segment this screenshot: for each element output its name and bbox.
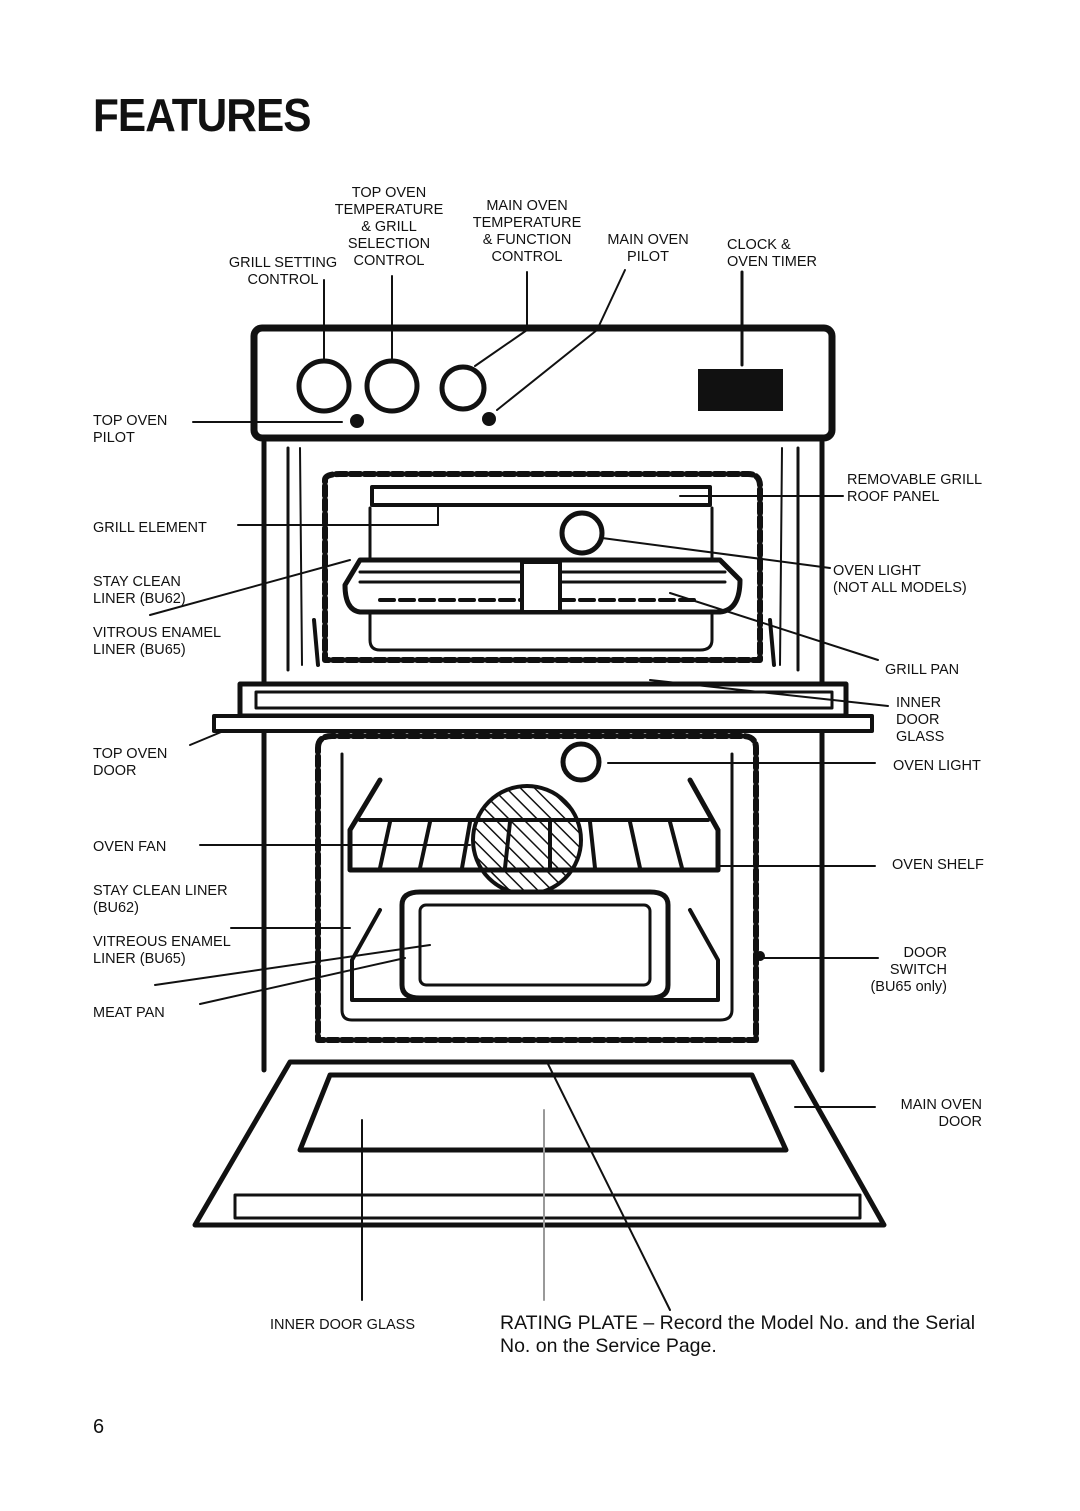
- label-top-oven-door: TOP OVEN DOOR: [93, 746, 168, 779]
- grill-setting-knob: [296, 358, 352, 414]
- main-oven-door: [192, 1059, 887, 1228]
- label-stay-clean-main: STAY CLEAN LINER (BU62): [93, 883, 228, 916]
- label-oven-light-top: OVEN LIGHT (NOT ALL MODELS): [833, 563, 967, 596]
- main-oven-light: [560, 741, 602, 783]
- label-top-oven-pilot: TOP OVEN PILOT: [93, 413, 168, 446]
- label-removable-grill: REMOVABLE GRILL ROOF PANEL: [847, 472, 983, 505]
- top-oven-liner: [368, 506, 714, 652]
- grill-roof-panel: [370, 485, 712, 507]
- label-meat-pan: MEAT PAN: [93, 1005, 165, 1021]
- label-door-switch: DOOR SWITCH (BU65 only): [870, 945, 947, 995]
- label-grill-pan: GRILL PAN: [885, 662, 960, 678]
- main-oven-liner: [340, 752, 734, 1022]
- label-grill-element: GRILL ELEMENT: [93, 520, 207, 536]
- label-vitrous-enamel: VITROUS ENAMEL LINER (BU65): [93, 625, 222, 658]
- top-oven-pilot-light: [350, 414, 364, 428]
- label-stay-clean-top: STAY CLEAN LINER (BU62): [93, 574, 186, 607]
- top-oven-door: [237, 681, 849, 719]
- label-vitreous-enamel: VITREOUS ENAMEL LINER (BU65): [93, 934, 231, 967]
- oven-shelf: [347, 777, 721, 873]
- door-inner-glass: [297, 1072, 789, 1153]
- oven-fan: [471, 784, 583, 896]
- label-oven-fan: OVEN FAN: [93, 839, 167, 855]
- rating-plate-note: RATING PLATE – Record the Model No. and …: [500, 1312, 976, 1357]
- label-main-oven-control: MAIN OVEN TEMPERATURE & FUNCTION CONTROL: [472, 198, 582, 265]
- label-oven-light-main: OVEN LIGHT: [893, 758, 981, 774]
- main-oven-pilot-light: [482, 412, 496, 426]
- label-clock-timer: CLOCK & OVEN TIMER: [727, 237, 817, 270]
- top-oven-cavity: [322, 471, 763, 663]
- label-oven-shelf: OVEN SHELF: [892, 857, 984, 873]
- label-top-oven-control: TOP OVEN TEMPERATURE & GRILL SELECTION C…: [334, 185, 444, 269]
- meat-pan: [399, 889, 671, 1001]
- label-grill-setting: GRILL SETTING CONTROL: [228, 255, 338, 288]
- page-number: 6: [93, 1416, 105, 1438]
- label-inner-door-glass-bottom: INNER DOOR GLASS: [270, 1317, 416, 1333]
- top-oven-control-knob: [364, 358, 420, 414]
- top-oven-light: [559, 510, 605, 556]
- label-main-oven-door: MAIN OVEN DOOR: [900, 1097, 982, 1130]
- clock-display: [698, 369, 783, 411]
- main-oven-control-knob: [439, 364, 487, 412]
- label-main-oven-pilot: MAIN OVEN PILOT: [607, 232, 689, 265]
- page-title: FEATURES: [93, 89, 311, 141]
- main-oven-cavity: [315, 733, 759, 1043]
- label-inner-door-glass-right: INNER DOOR GLASS: [896, 695, 945, 745]
